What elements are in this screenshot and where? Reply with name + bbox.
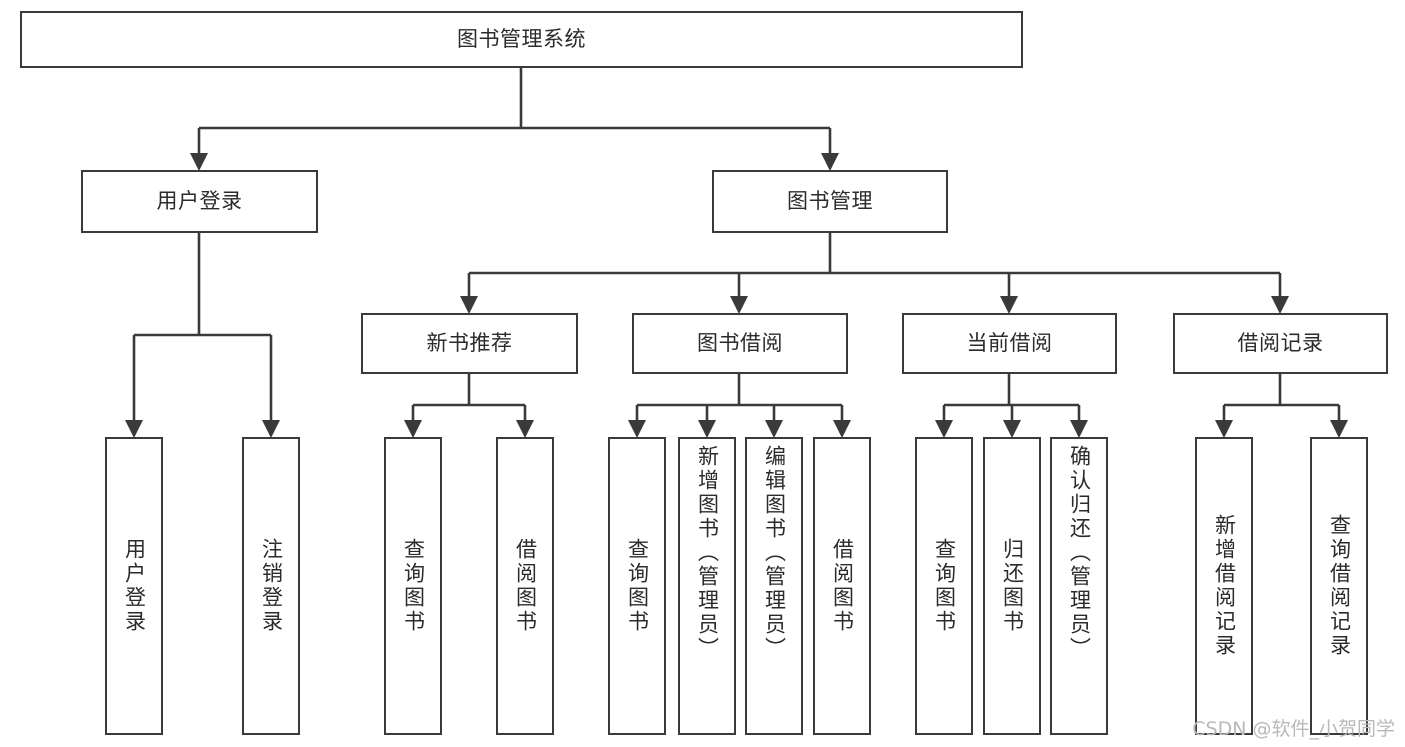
leaf-confirm-return-admin[interactable]: 确认归还（管理员） (1050, 437, 1108, 735)
node-label: 借阅记录 (1237, 330, 1324, 355)
node-label: 编辑图书（管理员） (762, 445, 787, 661)
node-label: 用户登录 (156, 188, 243, 213)
leaf-query-book-current[interactable]: 查询图书 (915, 437, 973, 735)
node-label: 用户登录 (122, 538, 147, 634)
leaf-return-book[interactable]: 归还图书 (983, 437, 1041, 735)
node-label: 查询图书 (401, 538, 426, 634)
leaf-user-login[interactable]: 用户登录 (105, 437, 163, 735)
leaf-query-book-borrow[interactable]: 查询图书 (608, 437, 666, 735)
leaf-add-book-admin[interactable]: 新增图书（管理员） (678, 437, 736, 735)
node-label: 图书管理系统 (457, 26, 586, 51)
leaf-query-borrow-record[interactable]: 查询借阅记录 (1310, 437, 1368, 735)
leaf-add-borrow-record[interactable]: 新增借阅记录 (1195, 437, 1253, 735)
node-borrow-record[interactable]: 借阅记录 (1173, 313, 1388, 374)
node-user-login[interactable]: 用户登录 (81, 170, 318, 233)
node-label: 图书管理 (787, 188, 873, 213)
node-label: 新增借阅记录 (1212, 514, 1237, 658)
leaf-query-book-recommend[interactable]: 查询图书 (384, 437, 442, 735)
node-label: 当前借阅 (966, 330, 1053, 355)
node-label: 查询图书 (625, 538, 650, 634)
node-root-system[interactable]: 图书管理系统 (20, 11, 1023, 68)
node-label: 图书借阅 (697, 330, 783, 355)
node-current-borrow[interactable]: 当前借阅 (902, 313, 1117, 374)
node-label: 注销登录 (259, 538, 284, 634)
node-label: 确认归还（管理员） (1067, 445, 1092, 661)
node-label: 查询借阅记录 (1327, 514, 1352, 658)
leaf-borrow-book-borrow[interactable]: 借阅图书 (813, 437, 871, 735)
node-label: 归还图书 (1000, 538, 1025, 634)
node-label: 新增图书（管理员） (695, 445, 720, 661)
node-label: 查询图书 (932, 538, 957, 634)
node-new-book-recommend[interactable]: 新书推荐 (361, 313, 578, 374)
leaf-borrow-book-recommend[interactable]: 借阅图书 (496, 437, 554, 735)
node-label: 新书推荐 (426, 330, 513, 355)
leaf-edit-book-admin[interactable]: 编辑图书（管理员） (745, 437, 803, 735)
leaf-logout-login[interactable]: 注销登录 (242, 437, 300, 735)
node-book-manage[interactable]: 图书管理 (712, 170, 948, 233)
node-label: 借阅图书 (513, 538, 538, 634)
node-label: 借阅图书 (830, 538, 855, 634)
node-book-borrow[interactable]: 图书借阅 (632, 313, 848, 374)
